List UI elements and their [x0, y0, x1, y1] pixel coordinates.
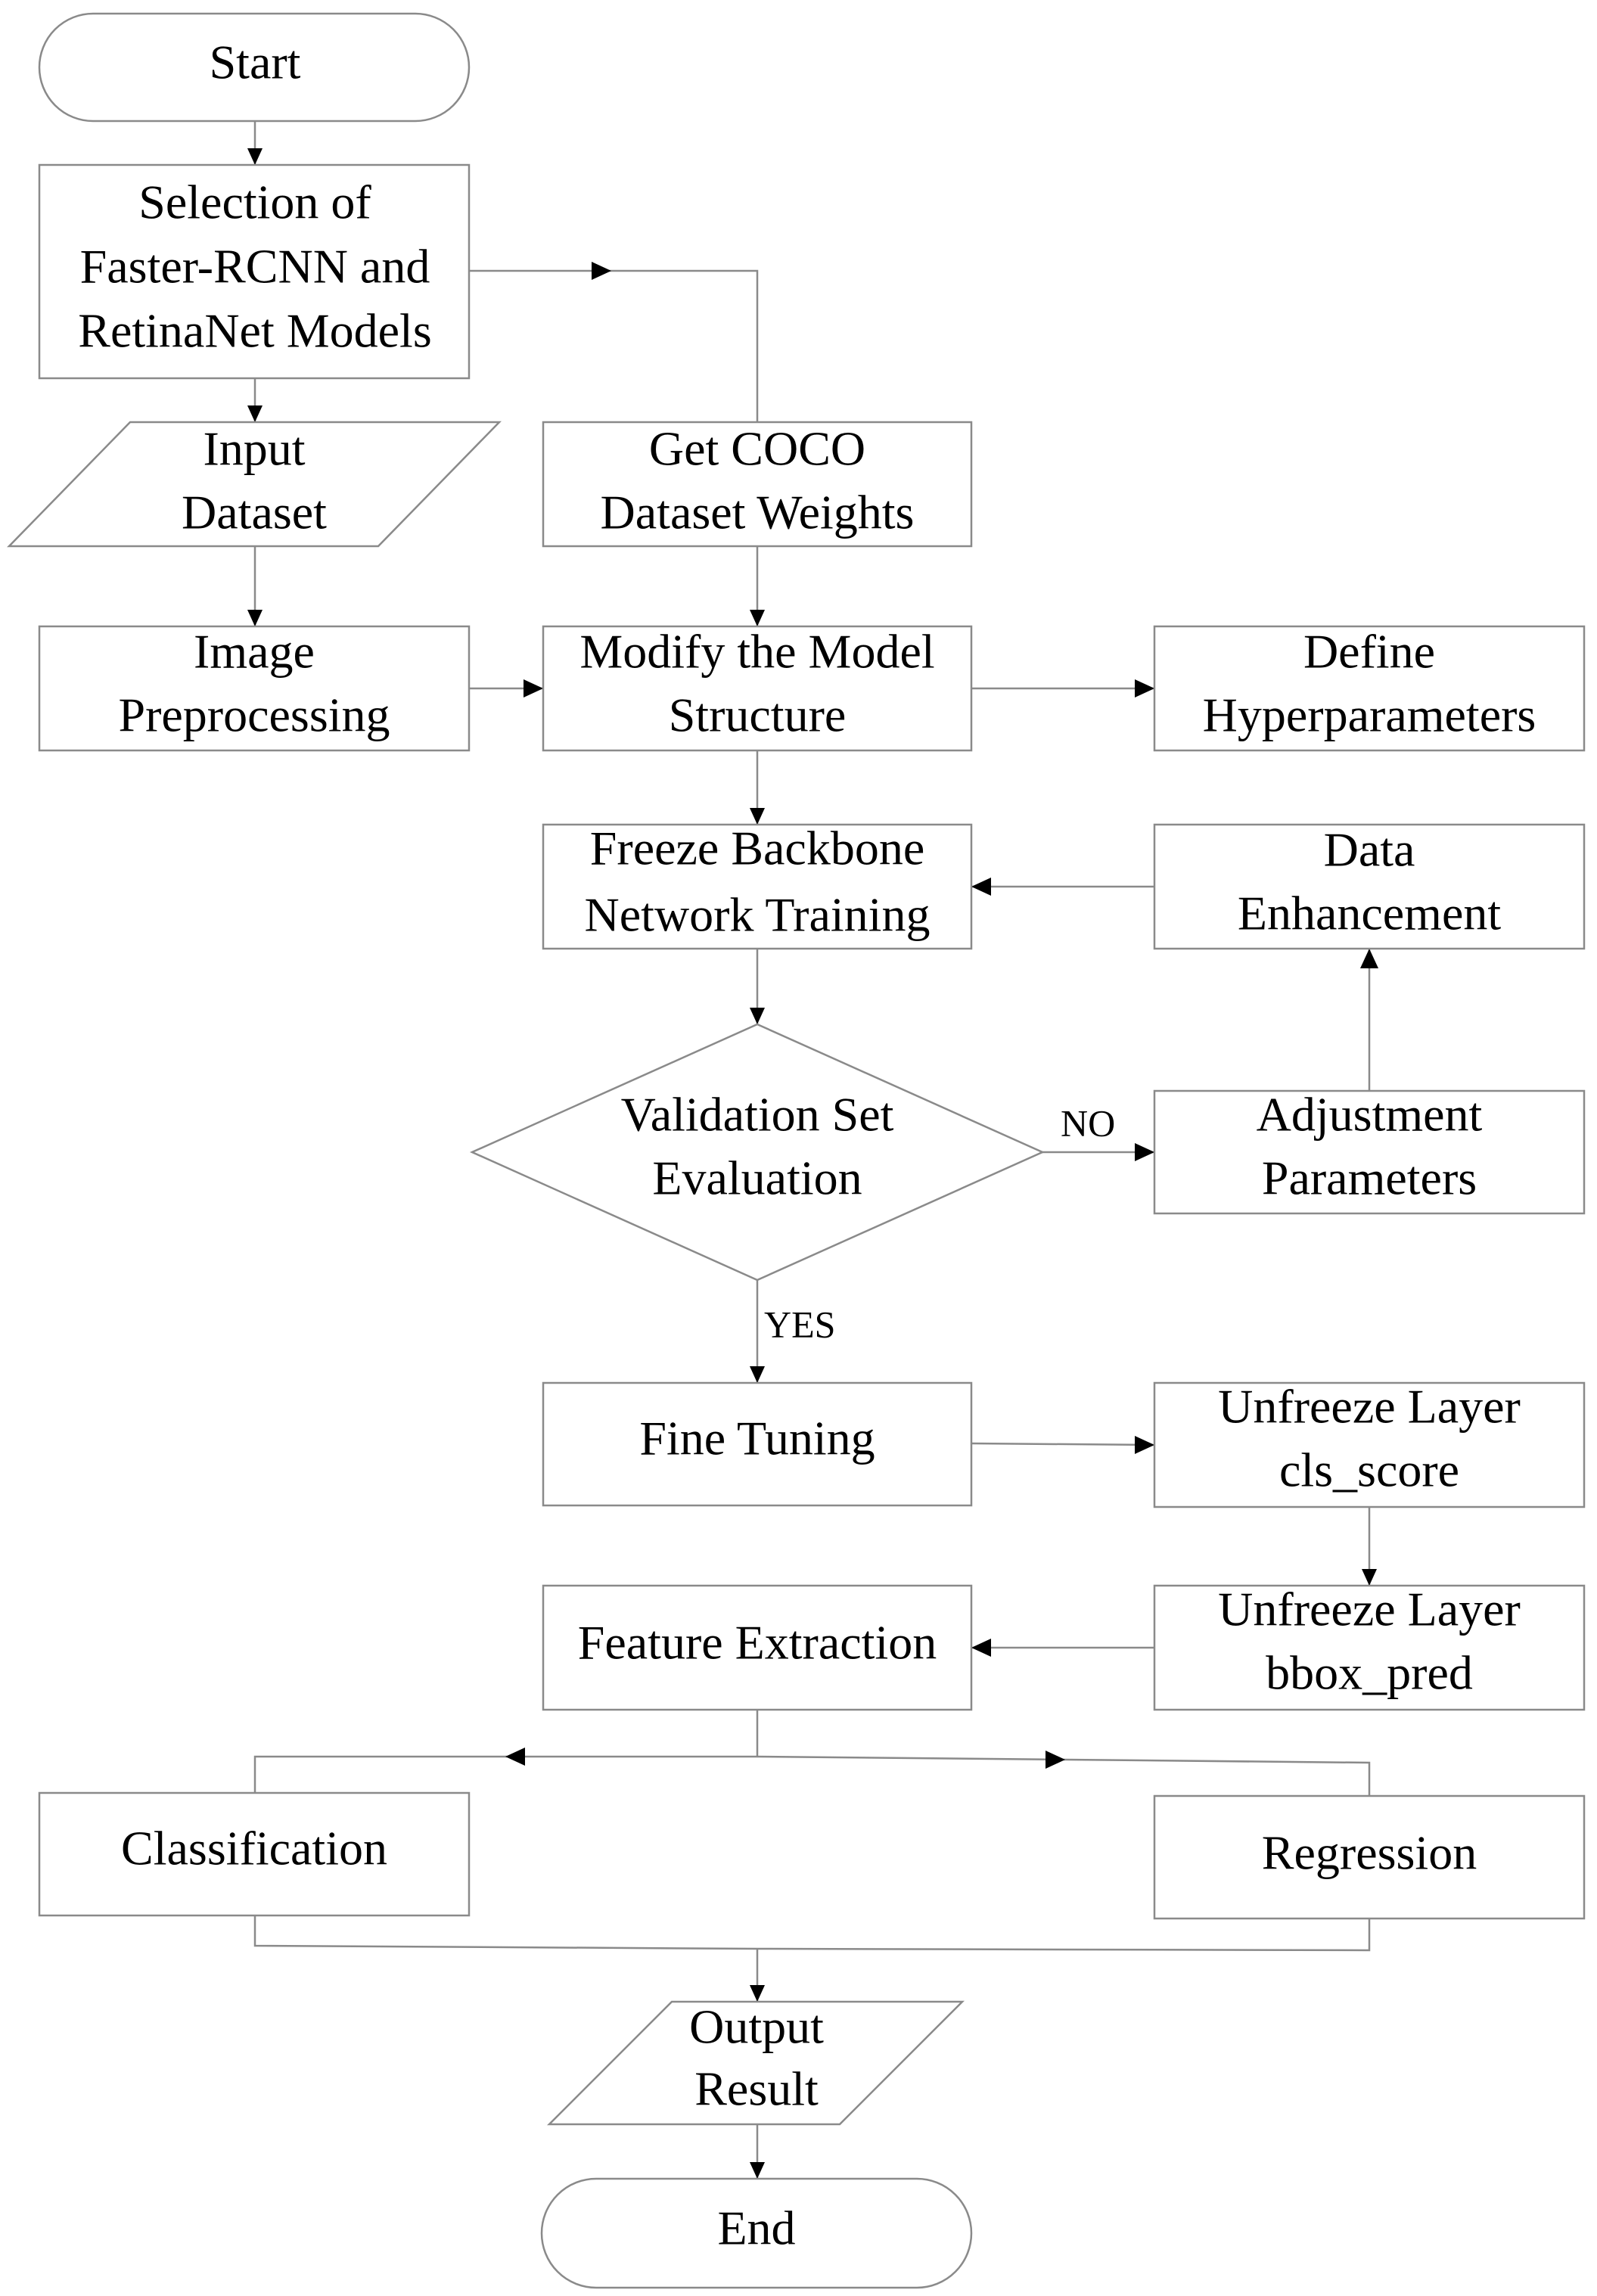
start-label: Start — [210, 36, 301, 89]
define-hyper-label-line-2: Hyperparameters — [1203, 688, 1536, 742]
arrowhead — [592, 262, 611, 280]
classification-process — [38, 1791, 471, 1917]
regression-process — [1153, 1794, 1586, 1920]
arrowhead — [247, 610, 263, 626]
unfreeze-cls-label-line-1: Unfreeze Layer — [1218, 1380, 1521, 1434]
arrowhead — [247, 148, 263, 165]
arrow-finetuning-to-unfreeze-cls — [971, 1442, 1155, 1446]
modify-model-process — [542, 625, 973, 752]
unfreeze-bbox-label-line-1: Unfreeze Layer — [1218, 1583, 1521, 1636]
image-preprocessing-process — [38, 625, 471, 752]
arrowhead — [750, 610, 765, 626]
arrow-feature-to-regression — [757, 1755, 1371, 1796]
arrow-selection-to-coco — [469, 269, 759, 422]
arrowheads — [247, 148, 1378, 2179]
start-terminator — [38, 12, 471, 123]
end-label: End — [717, 2201, 795, 2255]
coco-weights-process — [542, 421, 973, 548]
feature-extraction-process — [542, 1584, 973, 1711]
selection-label-line-1: Selection of — [138, 176, 371, 229]
validation-decision — [469, 1023, 1046, 1282]
arrowhead — [971, 878, 991, 896]
data-enhancement-label-line-2: Enhancement — [1238, 887, 1502, 940]
coco-weights-label-line-1: Get COCO — [649, 422, 865, 476]
freeze-backbone-label-line-2: Network Training — [585, 888, 931, 942]
selection-process — [38, 163, 471, 380]
freeze-backbone-process — [542, 823, 973, 950]
image-preprocessing-label-line-2: Preprocessing — [118, 688, 390, 742]
arrowhead — [247, 405, 263, 422]
validation-label-line-1: Validation Set — [621, 1088, 894, 1142]
input-dataset-label-line-1: Input — [203, 422, 305, 476]
arrowhead — [1135, 1143, 1154, 1161]
arrowhead — [750, 2162, 765, 2179]
output-result-io — [546, 2000, 965, 2126]
output-result-label-line-2: Result — [694, 2062, 819, 2116]
unfreeze-cls-process — [1153, 1381, 1586, 1508]
fine-tuning-label: Fine Tuning — [639, 1412, 875, 1465]
adjustment-label-line-1: Adjustment — [1257, 1088, 1483, 1142]
arrowhead — [505, 1748, 525, 1766]
input-dataset-io — [7, 421, 502, 548]
arrowhead — [750, 808, 765, 825]
arrowhead — [750, 1366, 765, 1383]
image-preprocessing-label-line-1: Image — [194, 625, 315, 679]
define-hyper-label-line-1: Define — [1303, 625, 1435, 679]
validation-label-line-2: Evaluation — [652, 1151, 862, 1205]
end-terminator — [540, 2177, 973, 2289]
node-labels: Start Selection of Faster-RCNN and Retin… — [78, 36, 1536, 2255]
modify-model-label-line-2: Structure — [669, 688, 847, 742]
arrowhead — [1362, 1569, 1377, 1586]
arrowhead — [971, 1639, 991, 1657]
unfreeze-cls-label-line-2: cls_score — [1279, 1443, 1459, 1497]
arrowhead — [750, 1008, 765, 1024]
freeze-backbone-label-line-1: Freeze Backbone — [590, 822, 924, 875]
connector-regression-merge — [757, 1919, 1371, 1952]
input-dataset-label-line-2: Dataset — [182, 486, 327, 539]
shapes — [7, 12, 1586, 2289]
unfreeze-bbox-label-line-2: bbox_pred — [1266, 1646, 1473, 1700]
output-result-label-line-1: Output — [689, 2000, 824, 2054]
arrowhead — [750, 1985, 765, 2002]
arrowhead — [1135, 1436, 1154, 1454]
unfreeze-bbox-process — [1153, 1584, 1586, 1711]
connector-classification-merge — [253, 1915, 758, 1950]
data-enhancement-label-line-1: Data — [1324, 823, 1415, 877]
classification-label: Classification — [121, 1822, 387, 1875]
edge-label-no: NO — [1061, 1101, 1115, 1144]
arrowhead — [1046, 1751, 1065, 1769]
data-enhancement-process — [1153, 823, 1586, 950]
regression-label: Regression — [1262, 1826, 1477, 1880]
adjustment-label-line-2: Parameters — [1262, 1151, 1477, 1205]
coco-weights-label-line-2: Dataset Weights — [601, 486, 915, 539]
edge-labels: NO YES — [764, 1101, 1115, 1345]
arrowhead — [1360, 949, 1378, 968]
feature-extraction-label: Feature Extraction — [578, 1616, 937, 1670]
adjustment-process — [1153, 1089, 1586, 1215]
fine-tuning-process — [542, 1381, 973, 1507]
define-hyper-process — [1153, 625, 1586, 752]
arrowhead — [1135, 679, 1154, 697]
arrowhead — [524, 679, 543, 697]
edge-label-yes: YES — [764, 1303, 835, 1345]
modify-model-label-line-1: Modify the Model — [579, 625, 934, 679]
selection-label-line-3: RetinaNet Models — [78, 304, 431, 358]
arrow-feature-to-classification — [253, 1755, 757, 1793]
selection-label-line-2: Faster-RCNN and — [80, 240, 430, 294]
